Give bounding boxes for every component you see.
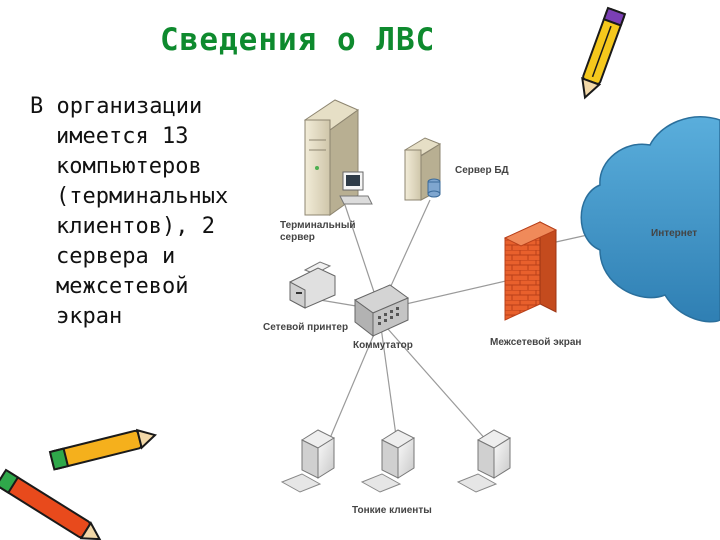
terminal-server-label-1: Терминальный bbox=[280, 220, 356, 231]
server-icon bbox=[403, 137, 442, 201]
slide-title: Сведения о ЛВС bbox=[160, 22, 436, 58]
link-client-1 bbox=[324, 319, 381, 451]
thin-clients-label: Тонкие клиенты bbox=[352, 505, 432, 516]
switch-label: Коммутатор bbox=[353, 340, 413, 351]
printer-label: Сетевой принтер bbox=[263, 322, 348, 333]
firewall-icon bbox=[503, 221, 558, 321]
body-line: компьютеров bbox=[56, 154, 202, 179]
thin-client-icon bbox=[456, 429, 512, 493]
pencil-icon bbox=[0, 468, 102, 540]
body-line: экран bbox=[56, 304, 123, 329]
terminal-monitor-icon bbox=[339, 171, 373, 205]
internet-label: Интернет bbox=[651, 228, 697, 239]
terminal-server-label-2: сервер bbox=[280, 232, 315, 243]
firewall-label: Межсетевой экран bbox=[490, 337, 581, 348]
link-client-3 bbox=[379, 319, 496, 451]
body-line: В организации bbox=[30, 94, 203, 119]
cloud-icon bbox=[580, 116, 720, 323]
thin-client-icon bbox=[360, 429, 416, 493]
db-server-label: Сервер БД bbox=[455, 165, 509, 176]
body-line: имеется 13 bbox=[56, 124, 189, 149]
pencil-icon bbox=[48, 428, 158, 471]
printer-icon bbox=[289, 261, 336, 309]
link-client-2 bbox=[379, 319, 399, 451]
body-line: сервера и bbox=[56, 244, 176, 269]
body-line: (терминальных bbox=[56, 184, 229, 209]
thin-client-icon bbox=[280, 429, 336, 493]
pencil-icon bbox=[581, 6, 627, 100]
body-line: межсетевой bbox=[56, 274, 189, 299]
switch-icon bbox=[353, 284, 410, 338]
body-line: клиентов), 2 bbox=[56, 214, 215, 239]
slide-body: В организации имеется 13 компьютеров (те… bbox=[30, 92, 270, 332]
